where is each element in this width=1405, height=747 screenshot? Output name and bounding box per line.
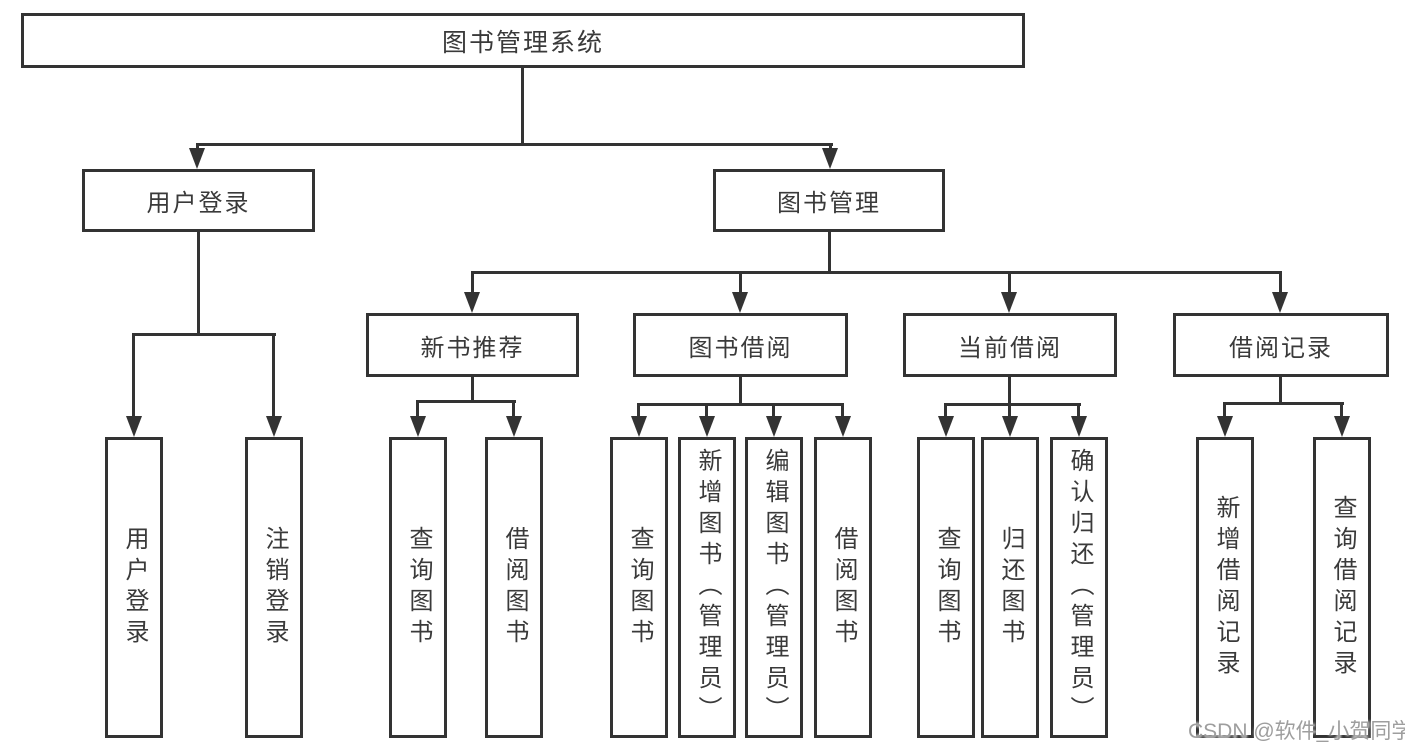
arrowhead-down-icon: [1001, 292, 1017, 313]
arrowhead-down-icon: [835, 416, 851, 437]
connector-line: [197, 232, 200, 336]
leaf-logout: 注销登录: [245, 437, 303, 738]
leaf-query-borrow-record: 查询借阅记录: [1313, 437, 1371, 738]
arrowhead-down-icon: [1217, 416, 1233, 437]
leaf-query-books-3: 查询图书: [917, 437, 975, 738]
connector-line: [512, 402, 515, 419]
arrowhead-down-icon: [506, 416, 522, 437]
leaf-add-borrow-record: 新增借阅记录: [1196, 437, 1254, 738]
connector-line: [705, 405, 708, 419]
arrowhead-down-icon: [1071, 416, 1087, 437]
connector-line: [1223, 402, 1344, 405]
leaf-add-book-admin: 新增图书（管理员）: [678, 437, 736, 738]
connector-line: [132, 333, 276, 336]
leaf-borrow-books-2: 借阅图书: [814, 437, 872, 738]
connector-line: [1279, 273, 1282, 295]
leaf-query-books-1: 查询图书: [389, 437, 447, 738]
arrowhead-down-icon: [1002, 416, 1018, 437]
connector-line: [272, 335, 275, 419]
connector-line: [944, 403, 1081, 406]
connector-line: [471, 271, 1282, 274]
arrowhead-down-icon: [699, 416, 715, 437]
csdn-watermark: CSDN @软件_小贺同学: [1188, 720, 1405, 743]
connector-line: [416, 402, 419, 419]
node-new-book-recommend: 新书推荐: [366, 313, 579, 377]
connector-line: [637, 403, 844, 406]
node-current-borrowing: 当前借阅: [903, 313, 1117, 377]
leaf-confirm-return-admin: 确认归还（管理员）: [1050, 437, 1108, 738]
node-library-system: 图书管理系统: [21, 13, 1025, 68]
arrowhead-down-icon: [189, 148, 205, 169]
leaf-edit-book-admin: 编辑图书（管理员）: [745, 437, 803, 738]
connector-line: [772, 405, 775, 419]
arrowhead-down-icon: [766, 416, 782, 437]
connector-line: [739, 377, 742, 406]
arrowhead-down-icon: [938, 416, 954, 437]
connector-line: [841, 405, 844, 419]
connector-line: [471, 273, 474, 295]
connector-line: [637, 405, 640, 419]
connector-line: [416, 400, 516, 403]
leaf-query-books-2: 查询图书: [610, 437, 668, 738]
connector-line: [828, 232, 831, 274]
connector-line: [1340, 404, 1343, 419]
connector-line: [521, 68, 524, 145]
leaf-return-book: 归还图书: [981, 437, 1039, 738]
node-book-management: 图书管理: [713, 169, 945, 232]
arrowhead-down-icon: [631, 416, 647, 437]
connector-line: [944, 405, 947, 419]
leaf-user-login: 用户登录: [105, 437, 163, 738]
connector-line: [471, 377, 474, 403]
connector-line: [196, 143, 833, 146]
arrowhead-down-icon: [464, 292, 480, 313]
node-book-borrowing: 图书借阅: [633, 313, 848, 377]
arrowhead-down-icon: [126, 416, 142, 437]
node-borrow-records: 借阅记录: [1173, 313, 1389, 377]
arrowhead-down-icon: [410, 416, 426, 437]
connector-line: [1279, 377, 1282, 405]
connector-line: [1223, 404, 1226, 419]
leaf-borrow-books-1: 借阅图书: [485, 437, 543, 738]
connector-line: [739, 273, 742, 295]
connector-line: [132, 335, 135, 419]
connector-line: [1008, 405, 1011, 419]
connector-line: [1008, 273, 1011, 295]
arrowhead-down-icon: [822, 148, 838, 169]
arrowhead-down-icon: [1334, 416, 1350, 437]
node-user-login: 用户登录: [82, 169, 315, 232]
arrowhead-down-icon: [266, 416, 282, 437]
arrowhead-down-icon: [1272, 292, 1288, 313]
arrowhead-down-icon: [732, 292, 748, 313]
connector-line: [1077, 405, 1080, 419]
connector-line: [1008, 377, 1011, 406]
